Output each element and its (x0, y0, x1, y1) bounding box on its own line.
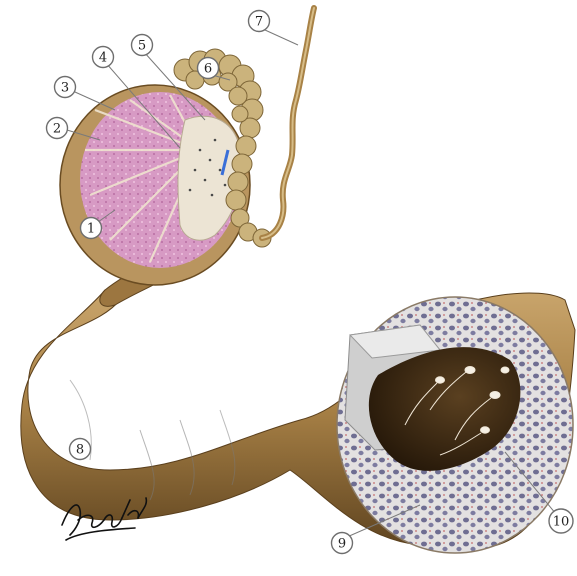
callout-8: 8 (70, 439, 91, 460)
callout-8-label: 8 (76, 443, 84, 458)
callout-2: 2 (47, 118, 68, 139)
callout-6-label: 6 (204, 62, 212, 77)
callout-10-label: 10 (553, 515, 570, 530)
callout-1: 1 (81, 218, 102, 239)
callout-3-label: 3 (61, 81, 69, 96)
callout-7: 7 (249, 11, 270, 32)
callout-1-label: 1 (87, 222, 95, 237)
callout-2-label: 2 (53, 122, 61, 137)
callout-5: 5 (132, 35, 153, 56)
callout-7-label: 7 (255, 15, 263, 30)
vas-deferens (262, 8, 314, 238)
callout-4: 4 (93, 47, 114, 68)
callout-6: 6 (198, 58, 219, 79)
callout-9-label: 9 (338, 537, 346, 552)
callout-4-label: 4 (99, 51, 107, 66)
callout-10: 10 (549, 509, 573, 533)
callout-5-label: 5 (138, 39, 146, 54)
testis-illustration (60, 85, 250, 285)
callout-9: 9 (332, 533, 353, 554)
duct-illustration (21, 290, 575, 553)
callout-3: 3 (55, 77, 76, 98)
